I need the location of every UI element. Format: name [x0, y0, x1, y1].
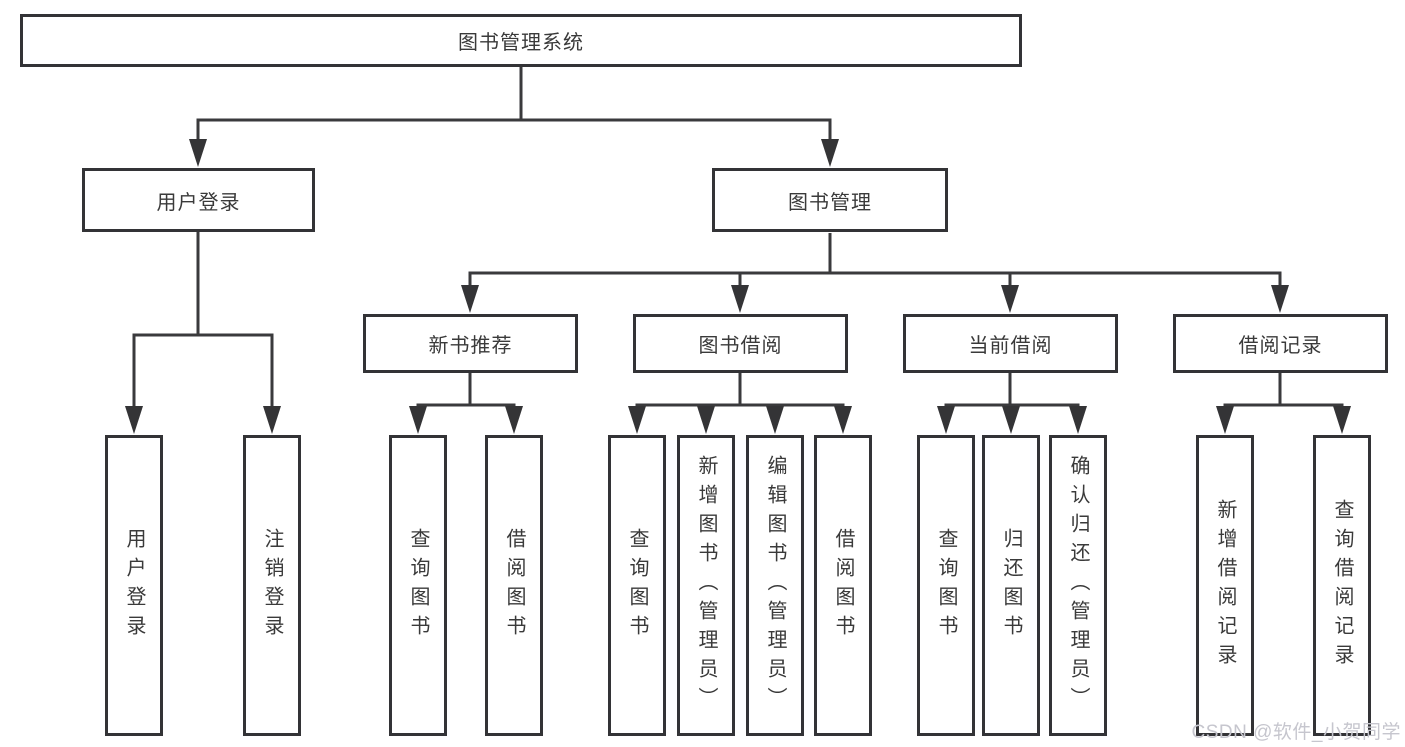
arrowhead — [461, 285, 479, 313]
leaf-logout: 注销登录 — [243, 435, 301, 736]
arrowhead — [697, 406, 715, 434]
node-label: 图书管理 — [788, 191, 872, 214]
node-label: 注销登录 — [261, 527, 283, 644]
arrowhead — [834, 406, 852, 434]
connector-mgmt-to-level3 — [461, 233, 1289, 313]
arrowhead — [937, 406, 955, 434]
arrowhead — [263, 406, 281, 434]
node-label: 借阅图书 — [832, 527, 854, 644]
connector-root-to-level2 — [189, 67, 839, 167]
node-user-login: 用户登录 — [82, 168, 315, 232]
node-borrowing-records: 借阅记录 — [1173, 314, 1388, 373]
node-label: 用户登录 — [123, 527, 145, 644]
leaf-records-add-record: 新增借阅记录 — [1196, 435, 1254, 736]
arrowhead — [1069, 406, 1087, 434]
node-label: 新增图书（管理员） — [695, 455, 717, 716]
leaf-current-query-books: 查询图书 — [917, 435, 975, 736]
node-label: 当前借阅 — [968, 335, 1053, 357]
leaf-records-query-record: 查询借阅记录 — [1313, 435, 1371, 736]
leaf-borrowing-query-books: 查询图书 — [608, 435, 666, 736]
node-label: 查询图书 — [407, 527, 429, 644]
node-label: 图书借阅 — [698, 335, 783, 357]
node-label: 编辑图书（管理员） — [764, 455, 786, 716]
node-label: 查询图书 — [626, 527, 648, 644]
node-label: 确认归还（管理员） — [1067, 455, 1089, 716]
arrowhead — [125, 406, 143, 434]
connector-current-children — [937, 373, 1087, 434]
leaf-borrowing-add-books-admin: 新增图书（管理员） — [677, 435, 735, 736]
arrowhead — [1001, 285, 1019, 313]
leaf-newbooks-borrow-books: 借阅图书 — [485, 435, 543, 736]
connector-borrowing-children — [628, 373, 852, 434]
arrowhead — [1002, 406, 1020, 434]
leaf-current-confirm-return-admin: 确认归还（管理员） — [1049, 435, 1107, 736]
leaf-borrowing-edit-books-admin: 编辑图书（管理员） — [746, 435, 804, 736]
node-label: 用户登录 — [156, 191, 241, 214]
node-label: 借阅记录 — [1238, 335, 1323, 357]
node-label: 新增借阅记录 — [1214, 498, 1236, 673]
arrowhead — [409, 406, 427, 434]
node-book-borrowing: 图书借阅 — [633, 314, 848, 373]
node-label: 查询借阅记录 — [1331, 498, 1353, 673]
node-new-book-recommend: 新书推荐 — [363, 314, 578, 373]
node-book-management: 图书管理 — [712, 168, 948, 232]
node-label: 归还图书 — [1000, 527, 1022, 644]
arrowhead — [766, 406, 784, 434]
node-library-management-system: 图书管理系统 — [20, 14, 1022, 67]
leaf-borrowing-borrow-books: 借阅图书 — [814, 435, 872, 736]
node-label: 查询图书 — [935, 527, 957, 644]
leaf-current-return-books: 归还图书 — [982, 435, 1040, 736]
arrowhead — [731, 285, 749, 313]
node-label: 借阅图书 — [503, 527, 525, 644]
node-label: 新书推荐 — [428, 335, 513, 357]
arrowhead — [821, 139, 839, 167]
connector-records-children — [1216, 373, 1351, 434]
arrowhead — [505, 406, 523, 434]
arrowhead — [1271, 285, 1289, 313]
connector-newbooks-children — [409, 373, 523, 434]
arrowhead — [1216, 406, 1234, 434]
arrowhead — [189, 139, 207, 167]
csdn-watermark: CSDN @软件_小贺同学 — [1191, 722, 1401, 743]
leaf-user-login: 用户登录 — [105, 435, 163, 736]
arrowhead — [628, 406, 646, 434]
node-current-borrowing: 当前借阅 — [903, 314, 1118, 373]
arrowhead — [1333, 406, 1351, 434]
connector-login-children — [125, 232, 281, 434]
leaf-newbooks-query-books: 查询图书 — [389, 435, 447, 736]
node-label: 图书管理系统 — [458, 32, 584, 54]
